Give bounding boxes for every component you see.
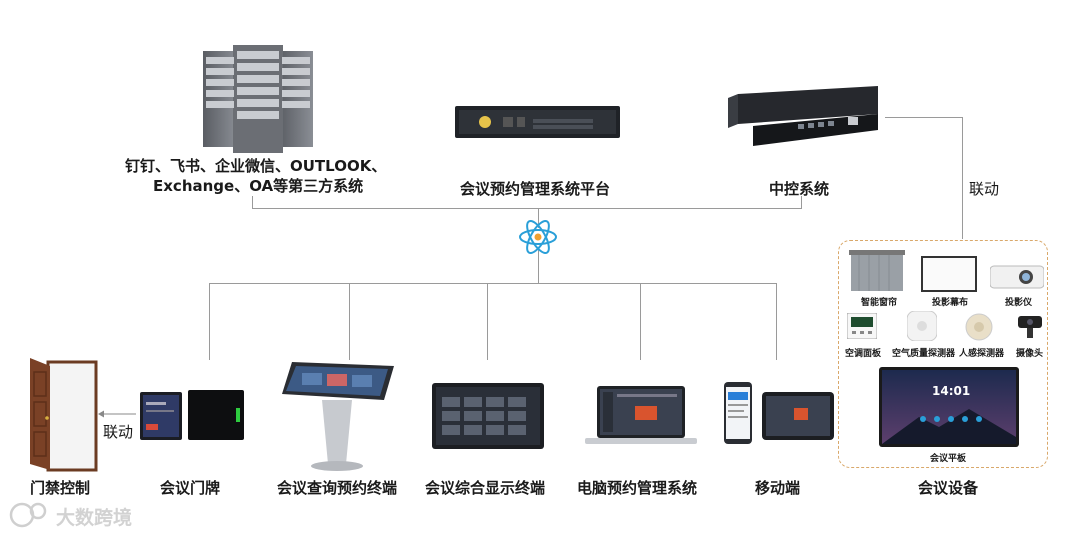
query-kiosk-icon (282, 360, 394, 472)
body-sensor-label: 人感探测器 (959, 346, 1004, 359)
air-detector-label: 空气质量探测器 (892, 346, 955, 359)
body-sensor-icon (965, 313, 993, 341)
top-bus-line (252, 208, 802, 209)
drop-query (349, 283, 350, 360)
meeting-tablet-icon (879, 367, 1019, 447)
link-line-vertical (962, 117, 963, 239)
ac-panel-label: 空调面板 (845, 346, 881, 359)
mobile-label: 移动端 (755, 477, 800, 498)
display-terminal-label: 会议综合显示终端 (425, 477, 545, 498)
link-label-left: 联动 (103, 421, 133, 442)
rack-server-icon (455, 106, 620, 138)
drop-pc (640, 283, 641, 360)
link-arrow-left (98, 410, 138, 418)
platform-label: 会议预约管理系统平台 (460, 178, 610, 199)
drop-mobile (776, 283, 777, 360)
projection-screen-label: 投影幕布 (932, 295, 968, 308)
projector-label: 投影仪 (1005, 295, 1032, 308)
mobile-devices-icon (724, 382, 836, 446)
display-terminal-icon (432, 383, 544, 449)
drop-display (487, 283, 488, 360)
meeting-tablet-label: 会议平板 (930, 451, 966, 464)
central-control-label: 中控系统 (769, 178, 829, 199)
pc-system-label: 电脑预约管理系统 (577, 477, 697, 498)
door-sign-icon (140, 390, 244, 442)
central-control-device-icon (728, 86, 878, 150)
hub-atom-icon (518, 218, 558, 256)
camera-label: 摄像头 (1016, 346, 1043, 359)
third-party-label-line2: Exchange、OA等第三方系统 (153, 175, 363, 196)
bottom-bus-line (209, 283, 776, 284)
link-line-horizontal (885, 117, 962, 118)
server-rack-icon (203, 45, 313, 155)
watermark-text: 大数跨境 (56, 503, 132, 530)
third-party-drop (252, 196, 253, 209)
door-icon (28, 358, 98, 472)
tablet-time: 14:01 (932, 384, 970, 398)
projector-icon (990, 260, 1044, 290)
watermark-logo-icon (8, 500, 52, 530)
access-control-label: 门禁控制 (30, 477, 90, 498)
drop-door-sign (209, 283, 210, 360)
projection-screen-icon (921, 256, 977, 292)
door-sign-label: 会议门牌 (160, 477, 220, 498)
ac-panel-icon (847, 313, 877, 339)
third-party-label-line1: 钉钉、飞书、企业微信、OUTLOOK、 (125, 155, 386, 176)
meeting-devices-label: 会议设备 (918, 477, 978, 498)
camera-icon (1016, 314, 1044, 340)
smart-curtain-icon (849, 250, 905, 294)
query-terminal-label: 会议查询预约终端 (277, 477, 397, 498)
air-detector-icon (907, 311, 937, 341)
smart-curtain-label: 智能窗帘 (861, 295, 897, 308)
laptop-icon (585, 386, 697, 446)
link-label-right: 联动 (969, 178, 999, 199)
